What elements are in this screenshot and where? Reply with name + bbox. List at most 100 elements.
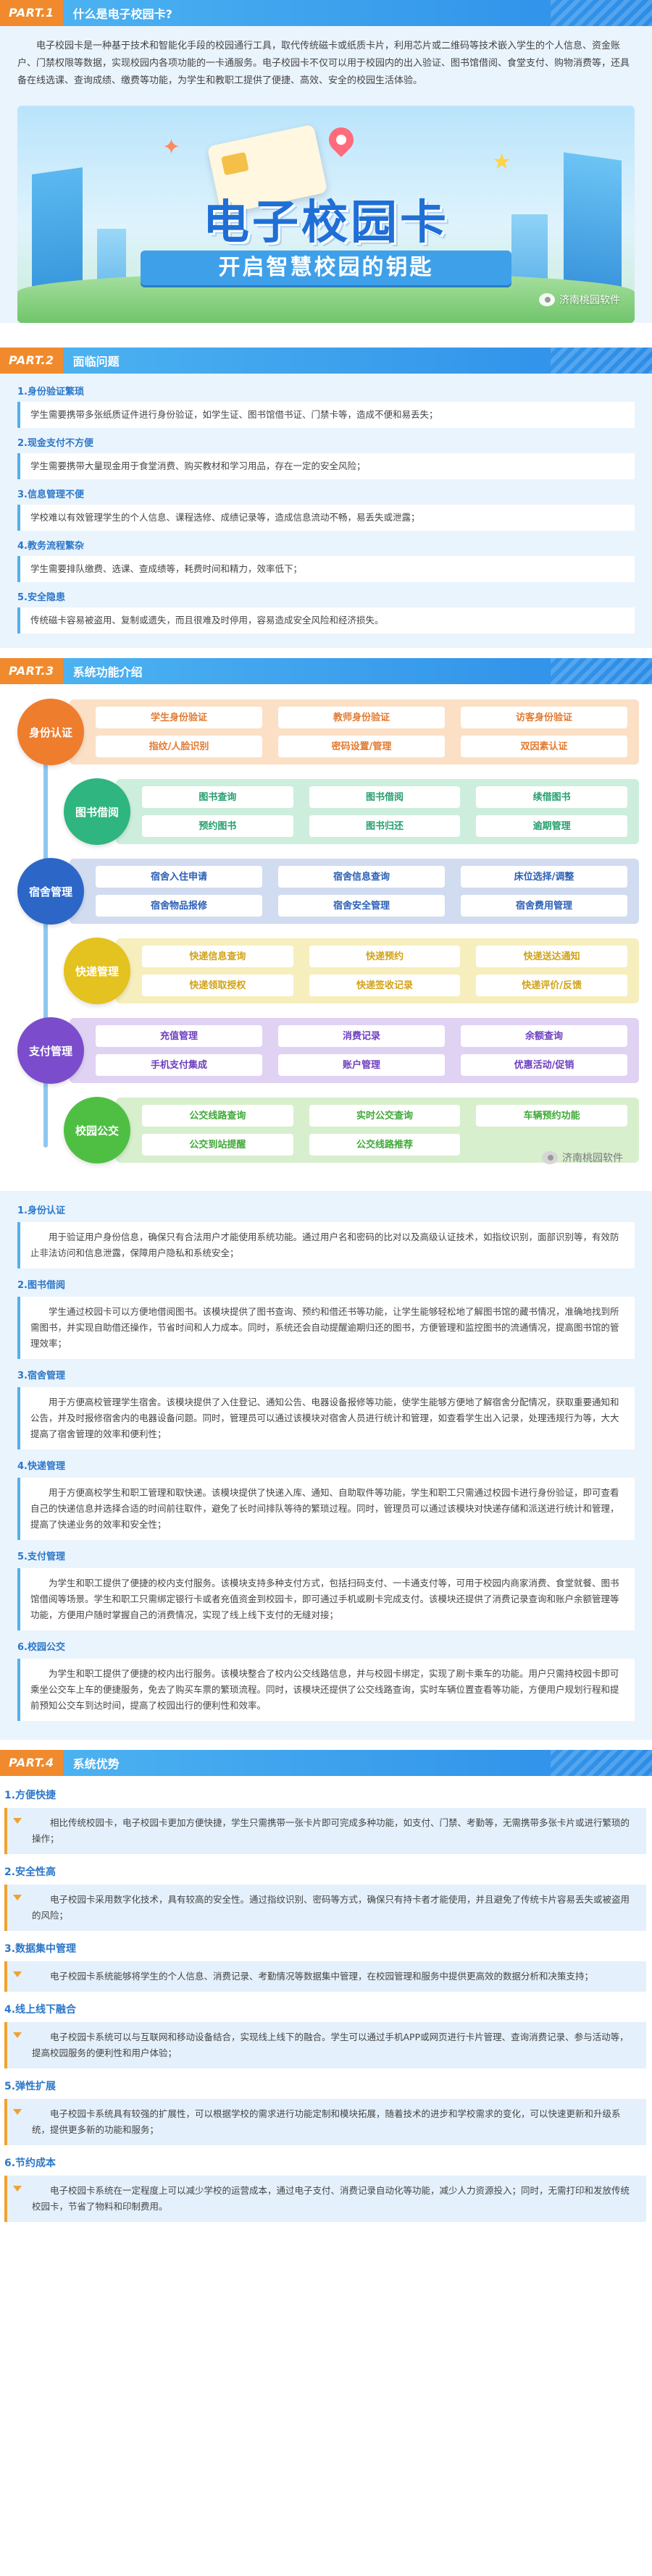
advantage-item: 2.安全性高电子校园卡采用数字化技术，具有较高的安全性。通过指纹识别、密码等方式… [0, 1859, 652, 1931]
feature-text: 用于验证用户身份信息，确保只有合法用户才能使用系统功能。通过用户名和密码的比对以… [17, 1222, 635, 1268]
module-feature-chip: 学生身份验证 [96, 707, 262, 728]
problem-text: 学生需要携带大量现金用于食堂消费、购买教材和学习用品，存在一定的安全风险； [17, 453, 635, 479]
problem-title: 3.信息管理不便 [17, 489, 84, 500]
module-circle: 图书借阅 [64, 778, 130, 845]
star-icon: ✦ [162, 135, 181, 160]
module-feature-chip: 消费记录 [278, 1025, 445, 1047]
feature-title: 1.身份认证 [17, 1205, 65, 1216]
advantage-text: 电子校园卡系统具有较强的扩展性，可以根据学校的需求进行功能定制和模块拓展，随着技… [4, 2099, 646, 2145]
module-feature-chip: 图书归还 [309, 815, 461, 837]
problem-item: 4.教务流程繁杂学生需要排队缴费、选课、查成绩等，耗费时间和精力，效率低下； [17, 538, 635, 582]
module-feature-chip: 充值管理 [96, 1025, 262, 1047]
feature-item: 1.身份认证用于验证用户身份信息，确保只有合法用户才能使用系统功能。通过用户名和… [17, 1203, 635, 1268]
feature-text: 用于方便高校管理学生宿舍。该模块提供了入住登记、通知公告、电器设备报修等功能，使… [17, 1387, 635, 1449]
module-feature-chip: 快递评价/反馈 [476, 975, 627, 996]
module-feature-chip: 床位选择/调整 [461, 866, 627, 888]
module-feature-chip: 图书借阅 [309, 786, 461, 808]
module-feature-chip: 账户管理 [278, 1054, 445, 1076]
problem-text: 传统磁卡容易被盗用、复制或遗失，而且很难及时停用，容易造成安全风险和经济损失。 [17, 607, 635, 634]
module-row: 图书借阅图书查询图书借阅续借图书预约图书图书归还逾期管理 [17, 778, 639, 845]
section-header-part4: PART.4 系统优势 [0, 1750, 652, 1776]
advantage-text: 电子校园卡系统能够将学生的个人信息、消费记录、考勤情况等数据集中管理，在校园管理… [4, 1961, 646, 1992]
advantage-item: 6.节约成本电子校园卡系统在一定程度上可以减少学校的运营成本，通过电子支付、消费… [0, 2150, 652, 2222]
module-feature-chip: 公交线路推荐 [309, 1134, 461, 1156]
module-feature-chip: 续借图书 [476, 786, 627, 808]
module-panel: 公交线路查询实时公交查询车辆预约功能公交到站提醒公交线路推荐 [116, 1098, 639, 1163]
watermark: 济南桃园软件 [539, 292, 620, 307]
module-panel: 宿舍入住申请宿舍信息查询床位选择/调整宿舍物品报修宿舍安全管理宿舍费用管理 [70, 859, 639, 924]
problem-title: 2.现金支付不方便 [17, 438, 93, 449]
hero-banner-image: ✦ ★ ★ 电子校园卡 开启智慧校园的钥匙 济南桃园软件 [17, 106, 635, 323]
section-header-part2: PART.2 面临问题 [0, 348, 652, 374]
banner-subtitle: 开启智慧校园的钥匙 [141, 251, 511, 285]
intro-paragraph: 电子校园卡是一种基于技术和智能化手段的校园通行工具，取代传统磁卡或纸质卡片，利用… [17, 41, 630, 86]
module-feature-chip: 优惠活动/促销 [461, 1054, 627, 1076]
feature-item: 3.宿舍管理用于方便高校管理学生宿舍。该模块提供了入住登记、通知公告、电器设备报… [17, 1368, 635, 1449]
advantage-title: 6.节约成本 [4, 2158, 57, 2169]
module-feature-chip: 双因素认证 [461, 736, 627, 757]
advantage-item: 5.弹性扩展电子校园卡系统具有较强的扩展性，可以根据学校的需求进行功能定制和模块… [0, 2073, 652, 2145]
advantage-title: 2.安全性高 [4, 1866, 57, 1878]
module-circle: 身份认证 [17, 699, 84, 765]
problem-text: 学生需要排队缴费、选课、查成绩等，耗费时间和精力，效率低下； [17, 556, 635, 582]
banner-title: 电子校园卡 [203, 196, 449, 250]
problem-text: 学生需要携带多张纸质证件进行身份验证，如学生证、图书馆借书证、门禁卡等，造成不便… [17, 402, 635, 428]
advantage-title: 5.弹性扩展 [4, 2081, 57, 2092]
module-feature-chip: 余额查询 [461, 1025, 627, 1047]
module-feature-chip: 宿舍安全管理 [278, 895, 445, 917]
problem-title: 5.安全隐患 [17, 592, 65, 603]
function-diagram: 身份认证学生身份验证教师身份验证访客身份验证指纹/人脸识别密码设置/管理双因素认… [0, 684, 652, 1191]
section-tag: PART.2 [0, 348, 63, 374]
section-title: 面临问题 [72, 355, 120, 369]
feature-text: 用于方便高校学生和职工管理和取快递。该模块提供了快递入库、通知、自助取件等功能，… [17, 1478, 635, 1540]
feature-title: 2.图书借阅 [17, 1280, 65, 1291]
module-feature-chip: 宿舍物品报修 [96, 895, 262, 917]
problems-list: 1.身份验证繁琐学生需要携带多张纸质证件进行身份验证，如学生证、图书馆借书证、门… [0, 374, 652, 648]
module-row: 支付管理充值管理消费记录余额查询手机支付集成账户管理优惠活动/促销 [17, 1017, 639, 1084]
module-row: 快递管理快递信息查询快递预约快递送达通知快递领取授权快递签收记录快递评价/反馈 [17, 938, 639, 1004]
feature-descriptions: 1.身份认证用于验证用户身份信息，确保只有合法用户才能使用系统功能。通过用户名和… [0, 1191, 652, 1740]
wechat-icon [539, 293, 555, 306]
section-tag: PART.3 [0, 658, 63, 684]
article-page: PART.1 什么是电子校园卡? 电子校园卡是一种基于技术和智能化手段的校园通行… [0, 0, 652, 2234]
feature-text: 学生通过校园卡可以方便地借阅图书。该模块提供了图书查询、预约和借还书等功能，让学… [17, 1297, 635, 1359]
module-feature-chip: 公交到站提醒 [142, 1134, 293, 1156]
module-feature-chip: 密码设置/管理 [278, 736, 445, 757]
module-row: 身份认证学生身份验证教师身份验证访客身份验证指纹/人脸识别密码设置/管理双因素认… [17, 699, 639, 765]
feature-item: 2.图书借阅学生通过校园卡可以方便地借阅图书。该模块提供了图书查询、预约和借还书… [17, 1277, 635, 1359]
module-feature-chip: 预约图书 [142, 815, 293, 837]
module-feature-chip: 实时公交查询 [309, 1105, 461, 1127]
advantage-title: 1.方便快捷 [4, 1790, 57, 1801]
section-title: 系统优势 [72, 1757, 120, 1771]
advantage-item: 3.数据集中管理电子校园卡系统能够将学生的个人信息、消费记录、考勤情况等数据集中… [0, 1935, 652, 1992]
advantage-text: 相比传统校园卡，电子校园卡更加方便快捷，学生只需携带一张卡片即可完成多种功能，如… [4, 1808, 646, 1854]
watermark: 济南桃园软件 [542, 1150, 623, 1165]
feature-title: 6.校园公交 [17, 1642, 65, 1653]
module-panel: 充值管理消费记录余额查询手机支付集成账户管理优惠活动/促销 [70, 1018, 639, 1083]
problem-item: 5.安全隐患传统磁卡容易被盗用、复制或遗失，而且很难及时停用，容易造成安全风险和… [17, 589, 635, 634]
module-circle: 快递管理 [64, 938, 130, 1004]
module-row: 宿舍管理宿舍入住申请宿舍信息查询床位选择/调整宿舍物品报修宿舍安全管理宿舍费用管… [17, 858, 639, 925]
module-feature-chip: 快递领取授权 [142, 975, 293, 996]
feature-title: 5.支付管理 [17, 1552, 65, 1562]
wechat-icon [542, 1151, 558, 1164]
module-feature-chip: 逾期管理 [476, 815, 627, 837]
advantage-text: 电子校园卡系统可以与互联网和移动设备结合，实现线上线下的融合。学生可以通过手机A… [4, 2022, 646, 2068]
watermark-text: 济南桃园软件 [559, 295, 620, 306]
problem-item: 1.身份验证繁琐学生需要携带多张纸质证件进行身份验证，如学生证、图书馆借书证、门… [17, 384, 635, 428]
module-feature-chip: 图书查询 [142, 786, 293, 808]
feature-item: 4.快递管理用于方便高校学生和职工管理和取快递。该模块提供了快递入库、通知、自助… [17, 1458, 635, 1540]
module-panel: 学生身份验证教师身份验证访客身份验证指纹/人脸识别密码设置/管理双因素认证 [70, 699, 639, 765]
section-header-part3: PART.3 系统功能介绍 [0, 658, 652, 684]
advantage-text: 电子校园卡系统在一定程度上可以减少学校的运营成本，通过电子支付、消费记录自动化等… [4, 2176, 646, 2222]
module-feature-chip: 宿舍入住申请 [96, 866, 262, 888]
section-tag: PART.1 [0, 0, 63, 26]
module-feature-chip: 教师身份验证 [278, 707, 445, 728]
module-feature-chip: 访客身份验证 [461, 707, 627, 728]
module-feature-chip: 快递签收记录 [309, 975, 461, 996]
feature-text: 为学生和职工提供了便捷的校内出行服务。该模块整合了校内公交线路信息，并与校园卡绑… [17, 1659, 635, 1721]
section-header-part1: PART.1 什么是电子校园卡? [0, 0, 652, 26]
problem-item: 3.信息管理不便学校难以有效管理学生的个人信息、课程选修、成绩记录等，造成信息流… [17, 487, 635, 531]
problem-item: 2.现金支付不方便学生需要携带大量现金用于食堂消费、购买教材和学习用品，存在一定… [17, 435, 635, 479]
advantage-text: 电子校园卡采用数字化技术，具有较高的安全性。通过指纹识别、密码等方式，确保只有持… [4, 1885, 646, 1931]
